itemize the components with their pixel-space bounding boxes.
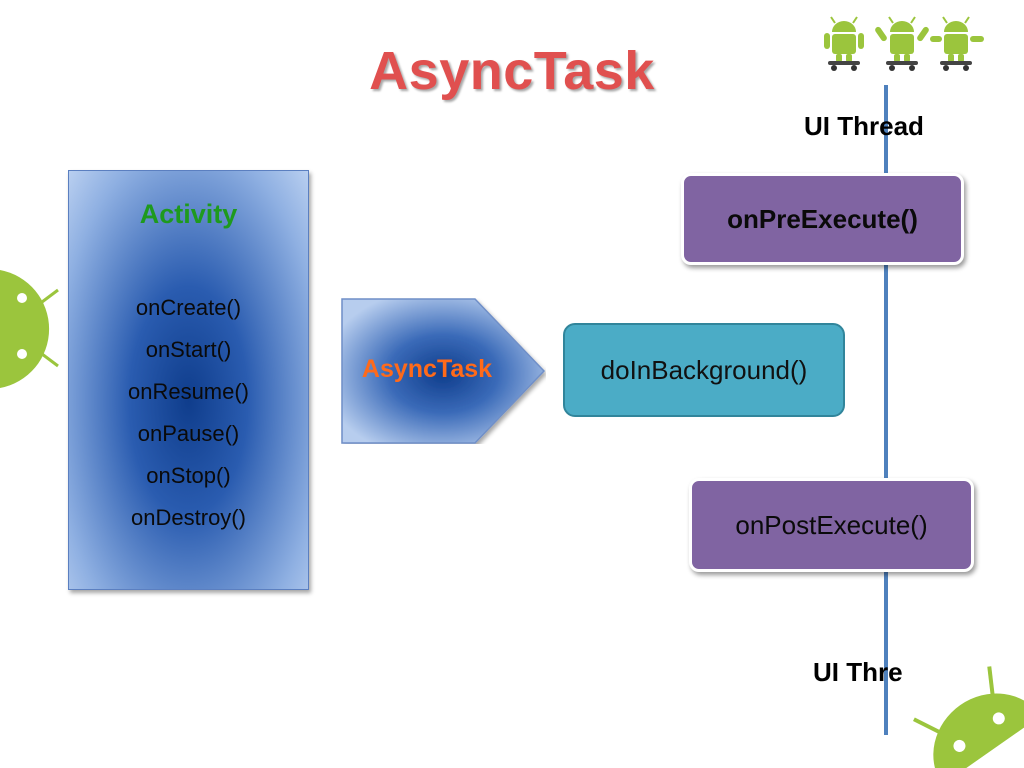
android-skateboarder-icon: [824, 16, 864, 71]
asynctask-label: AsyncTask: [361, 355, 493, 383]
android-robot-icon: [0, 270, 59, 388]
method-ondestroy: onDestroy(): [131, 505, 246, 530]
method-oncreate: onCreate(): [135, 295, 242, 320]
on-post-execute-box: onPostExecute(): [689, 478, 974, 572]
do-in-background-box: doInBackground(): [563, 323, 845, 417]
method-onresume: onResume(): [127, 379, 250, 404]
android-robot-icon: [913, 666, 1024, 768]
activity-methods-list: onCreate() onStart() onResume() onPause(…: [69, 287, 308, 539]
android-skateboarders-icon: [824, 16, 984, 71]
android-skateboarder-icon: [930, 16, 984, 71]
on-pre-execute-box: onPreExecute(): [681, 173, 964, 265]
ui-thread-bottom-label: UI Thre: [813, 657, 903, 687]
activity-box: Activity onCreate() onStart() onResume()…: [68, 170, 309, 590]
do-in-background-label: doInBackground(): [600, 354, 808, 385]
method-onpause: onPause(): [137, 421, 240, 446]
on-post-execute-label: onPostExecute(): [735, 509, 928, 540]
method-onstart: onStart(): [145, 337, 232, 362]
ui-thread-top-label: UI Thread: [804, 111, 924, 141]
android-skateboarder-icon: [875, 16, 929, 71]
asynctask-pentagon: [341, 298, 546, 444]
ui-thread-line: [884, 85, 888, 735]
page-title: AsyncTask: [369, 41, 655, 101]
method-onstop: onStop(): [146, 463, 231, 488]
on-pre-execute-label: onPreExecute(): [727, 203, 918, 234]
activity-title: Activity: [139, 199, 238, 229]
